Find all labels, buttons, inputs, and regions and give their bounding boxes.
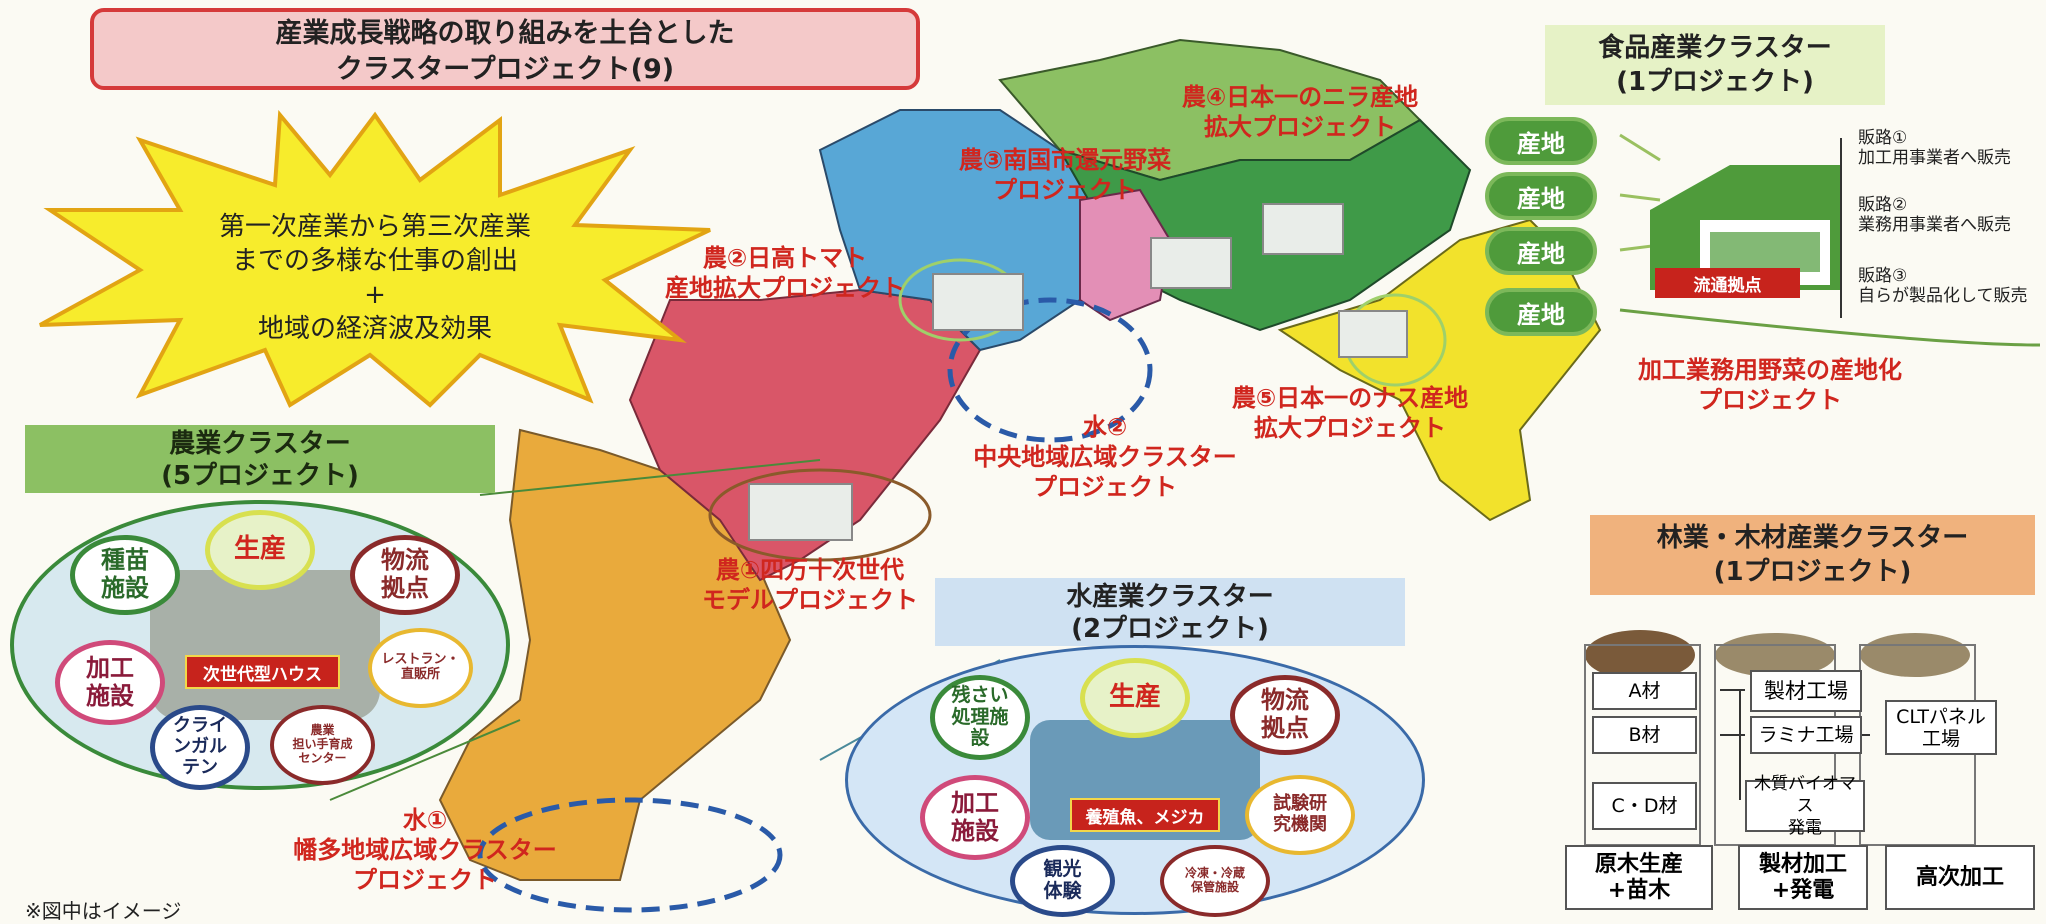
next-gen-house-tag: 次世代型ハウス [185,655,340,689]
wood-b-grade: B材 [1592,716,1697,754]
region-pink [1079,188,1172,322]
tourism-node: 観光 体験 [1010,845,1115,917]
distribution-hub-tag: 流通拠点 [1655,268,1800,298]
project-label-agri-2: 農②日高トマト 産地拡大プロジェクト [665,244,905,302]
greenhouse-photo [1338,310,1408,358]
project-label-agri-4: 農④日本一のニラ産地 拡大プロジェクト [1181,83,1419,141]
wood-cluster-header: 林業・木材産業クラスター(1プロジェクト) [1590,515,2035,595]
page-title: 産業成長戦略の取り組みを土台とした クラスタープロジェクト(9) [90,8,920,90]
production-area-badge: 産地 [1485,227,1597,275]
burst-text: 第一次産業から第三次産業 までの多様な仕事の創出 + 地域の経済波及効果 [218,212,531,344]
sawmill: 製材工場 [1750,670,1862,712]
klein-garten-node: クライ ンガル テン [150,705,250,790]
processing-node: 加工 施設 [55,640,165,725]
production-node: 生産 [205,510,315,590]
residue-facility-node: 残さい 処理施 設 [930,675,1030,760]
production-area-badge: 産地 [1485,288,1597,336]
project-label-fish-1: 水① 幡多地域広域クラスター プロジェクト [293,806,557,894]
fish-cluster-header: 水産業クラスター(2プロジェクト) [935,578,1405,646]
aquaculture-tag: 養殖魚、メジカ [1070,798,1220,832]
fish-production-node: 生産 [1080,658,1190,738]
clt-plant: CLTパネル 工場 [1885,700,1997,755]
logistics-node: 物流 拠点 [350,535,460,615]
region-nankoku [818,109,1102,352]
restaurant-node: レストラン・ 直販所 [368,628,473,708]
training-center-node: 農業 担い手育成 センター [270,705,375,785]
wood-stage-3: 高次加工 [1885,845,2035,910]
agri-center-photo [150,570,380,720]
research-node: 試験研 究機関 [1245,775,1355,855]
sales-route-bracket [1840,138,1856,318]
lamina-plant: ラミナ工場 [1750,716,1862,754]
wood-a-grade: A材 [1592,672,1697,710]
greenhouse-photo [932,273,1024,331]
production-area-badge: 産地 [1485,172,1597,220]
project-label-fish-2: 水② 中央地域広域クラスター プロジェクト [973,413,1237,501]
footnote: ※図中はイメージ [25,899,182,923]
cold-storage-node: 冷凍・冷蔵 保管施設 [1160,845,1270,917]
greenhouse-photo [1150,237,1232,289]
biomass-plant: 木質バイオマス 発電 [1745,774,1865,838]
project-label-agri-5: 農⑤日本一のナス産地 拡大プロジェクト [1231,384,1469,442]
greenhouse-photo [748,483,853,541]
food-cluster-header: 食品産業クラスター(1プロジェクト) [1545,25,1885,105]
fish-processing-node: 加工 施設 [920,775,1030,860]
greenhouse-photo [1262,203,1344,255]
seed-facility-node: 種苗 施設 [70,535,180,615]
agri-cluster-header: 農業クラスター(5プロジェクト) [25,425,495,493]
wood-stage-2: 製材加工 +発電 [1738,845,1868,910]
project-label-agri-3: 農③南国市還元野菜 プロジェクト [958,146,1172,204]
wood-cd-grade: C・D材 [1592,782,1697,830]
project-label-agri-1: 農①四万十次世代 モデルプロジェクト [702,556,918,614]
fish-logistics-node: 物流 拠点 [1230,675,1340,755]
production-area-badge: 産地 [1485,117,1597,165]
wood-stage-1: 原木生産 +苗木 [1565,845,1713,910]
project-label-veg: 加工業務用野菜の産地化 プロジェクト [1638,356,1902,414]
starburst-shape [39,110,711,408]
